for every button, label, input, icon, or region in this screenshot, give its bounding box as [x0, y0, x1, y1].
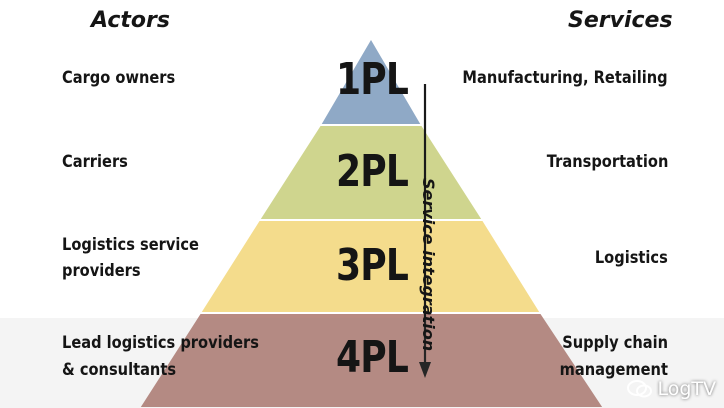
service-integration-label: Service integration: [419, 178, 438, 352]
level-label-4pl: 4PL: [335, 332, 409, 383]
level-label-1pl: 1PL: [335, 54, 409, 105]
actor-1pl: Cargo owners: [62, 68, 176, 88]
chat-bubble-icon: [627, 379, 653, 399]
integration-arrow-head: [419, 362, 431, 378]
bottom-band: [0, 318, 724, 408]
actors-header: Actors: [91, 8, 170, 33]
service-4pl-line1: Supply chain: [562, 333, 668, 353]
actor-4pl-line1: Lead logistics providers: [62, 333, 259, 353]
services-header: Services: [568, 8, 673, 33]
watermark-text: LogTV: [657, 378, 716, 400]
level-label-2pl: 2PL: [335, 146, 409, 197]
service-1pl: Manufacturing, Retailing: [462, 68, 668, 88]
level-label-3pl: 3PL: [335, 240, 409, 291]
actor-3pl-line2: providers: [62, 261, 141, 281]
pyramid-tier-4pl: [137, 312, 606, 408]
actor-4pl-line2: & consultants: [62, 360, 177, 380]
actor-2pl: Carriers: [62, 152, 128, 172]
service-2pl: Transportation: [546, 152, 668, 172]
service-3pl: Logistics: [595, 248, 668, 268]
watermark: LogTV: [627, 378, 716, 400]
actor-3pl-line1: Logistics service: [62, 235, 199, 255]
service-4pl-line2: management: [559, 360, 668, 380]
